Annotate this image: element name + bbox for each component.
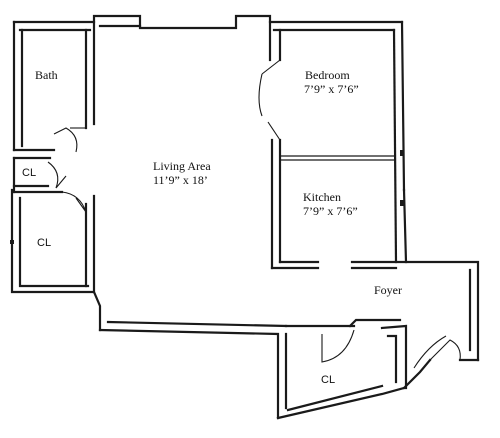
bedroom-label: Bedroom: [305, 68, 350, 82]
room-labels: Bath Bedroom 7’9” x 7’6” Living Area 11’…: [22, 68, 402, 386]
foyer-label: Foyer: [374, 283, 402, 297]
bedroom-size: 7’9” x 7’6”: [304, 82, 359, 96]
living-area-label: Living Area: [153, 159, 211, 173]
exterior-walls: [10, 14, 480, 420]
left-closet-door: [61, 191, 87, 213]
entry-door: [429, 339, 461, 361]
bottom-closet-door: [321, 329, 355, 363]
living-area-size: 11’9” x 18’: [153, 173, 208, 187]
small-closet-door: [47, 161, 67, 189]
bottom-closet-label: CL: [321, 374, 335, 386]
bedroom-door: [258, 59, 281, 141]
interior-walls: [12, 20, 408, 410]
kitchen-label: Kitchen: [303, 190, 341, 204]
bath-label: Bath: [35, 68, 58, 82]
left-closet-label: CL: [37, 237, 51, 249]
kitchen-size: 7’9” x 7’6”: [303, 204, 358, 218]
small-closet-label: CL: [22, 167, 36, 179]
wall-marks: [10, 150, 404, 244]
bath-door: [53, 127, 78, 153]
doors: [47, 59, 461, 369]
